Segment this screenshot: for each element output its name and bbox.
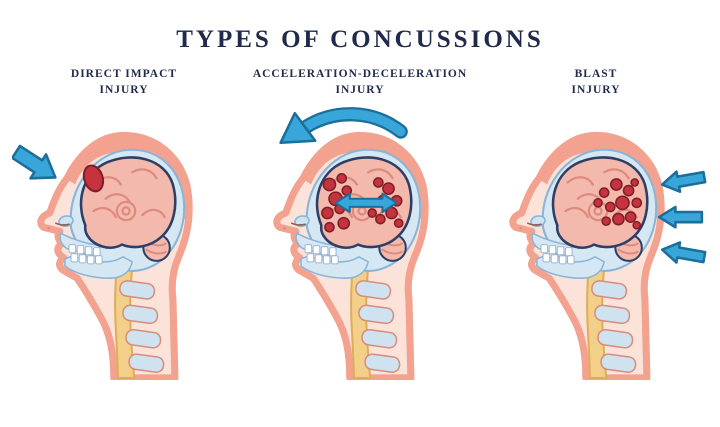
panel-label-line2: INJURY bbox=[99, 84, 149, 97]
blast-wave-arrows-icon bbox=[657, 170, 707, 264]
contusion-spot bbox=[82, 164, 105, 193]
panel-label: ACCELERATION-DECELERATION INJURY bbox=[253, 66, 467, 100]
panel-label-line1: DIRECT IMPACT bbox=[70, 68, 178, 80]
panel-label: BLAST INJURY bbox=[571, 66, 620, 100]
blast-injury-dots bbox=[593, 178, 643, 230]
panel-label-line1: BLAST bbox=[574, 68, 618, 80]
back-and-forth-arrow-icon bbox=[334, 192, 398, 214]
panel-direct-impact: DIRECT IMPACT INJURY bbox=[6, 66, 242, 380]
panel-acceleration-deceleration: ACCELERATION-DECELERATION INJURY bbox=[242, 66, 478, 380]
panels-row: DIRECT IMPACT INJURY ACCELERATION-DECELE… bbox=[0, 66, 720, 380]
panel-label: DIRECT IMPACT INJURY bbox=[71, 66, 177, 100]
acceleration-deceleration-illustration bbox=[248, 107, 472, 380]
panel-label-line2: INJURY bbox=[335, 84, 385, 97]
whiplash-curved-arrow-icon bbox=[279, 107, 408, 145]
direct-impact-illustration bbox=[12, 100, 236, 380]
panel-label-line2: INJURY bbox=[571, 84, 621, 97]
blast-injury-illustration bbox=[484, 100, 707, 380]
panel-blast: BLAST INJURY bbox=[478, 66, 714, 380]
impact-arrow-icon bbox=[12, 144, 57, 180]
panel-label-line1: ACCELERATION-DECELERATION bbox=[252, 68, 468, 80]
page-title: TYPES OF CONCUSSIONS bbox=[176, 26, 544, 53]
